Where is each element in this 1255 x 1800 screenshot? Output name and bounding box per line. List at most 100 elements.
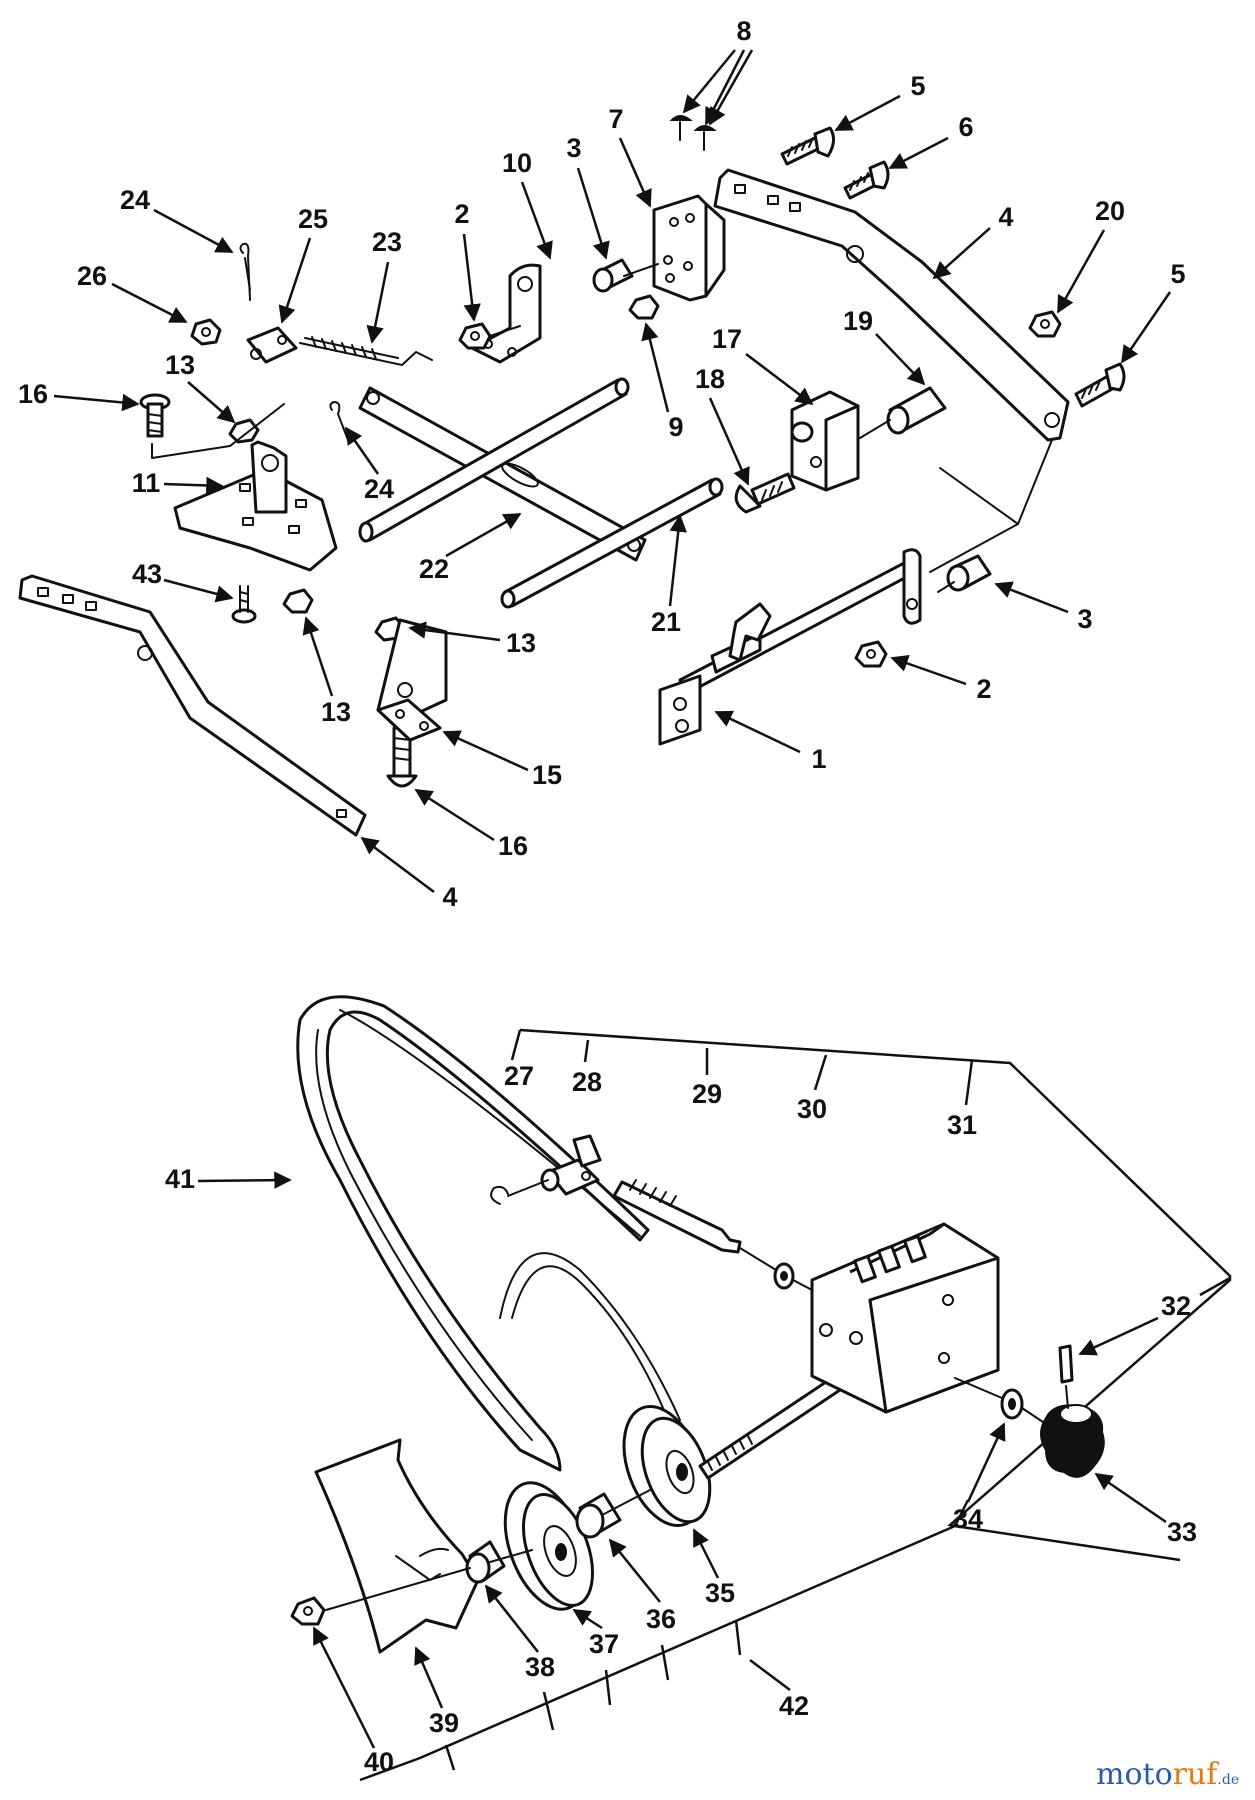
callout-35: 35 xyxy=(705,1578,735,1608)
part-24-hairpin-lower xyxy=(329,401,349,441)
callout-36: 36 xyxy=(646,1604,676,1634)
callout-27: 27 xyxy=(504,1061,534,1091)
callout-3: 3 xyxy=(566,133,581,163)
part-28-swivel xyxy=(540,1134,602,1196)
part-21-rods xyxy=(358,377,724,609)
part-26-nut xyxy=(190,318,222,346)
callout-16: 16 xyxy=(18,379,48,409)
leader-arrows xyxy=(53,49,1172,1749)
part-30-washer xyxy=(773,1262,795,1290)
callout-41: 41 xyxy=(165,1164,195,1194)
inner-belt xyxy=(499,1252,681,1421)
part-3-spacer-upper xyxy=(592,258,634,293)
callout-5: 5 xyxy=(1170,259,1185,289)
part-5-bolt-lower xyxy=(1074,362,1126,408)
callout-31: 31 xyxy=(947,1110,977,1140)
callout-17: 17 xyxy=(712,324,742,354)
callout-24: 24 xyxy=(120,185,150,215)
part-41-belt xyxy=(296,995,650,1472)
callout-34: 34 xyxy=(953,1504,983,1534)
callout-25: 25 xyxy=(298,204,328,234)
bottom-pulley-assembly xyxy=(290,995,1232,1782)
callout-33: 33 xyxy=(1167,1517,1197,1547)
part-32-pin xyxy=(1058,1344,1074,1384)
callout-23: 23 xyxy=(372,227,402,257)
callout-28: 28 xyxy=(572,1067,602,1097)
callout-8: 8 xyxy=(736,16,751,46)
callout-3: 3 xyxy=(1077,604,1092,634)
callout-4: 4 xyxy=(442,882,457,912)
callout-10: 10 xyxy=(502,148,532,178)
callout-5: 5 xyxy=(910,71,925,101)
callout-32: 32 xyxy=(1161,1291,1191,1321)
callout-40: 40 xyxy=(364,1747,394,1777)
callout-18: 18 xyxy=(695,364,725,394)
callout-39: 39 xyxy=(429,1708,459,1738)
part-23-threaded-rod xyxy=(299,336,433,366)
kit-outline-42 xyxy=(359,1028,1232,1782)
callout-24: 24 xyxy=(364,474,394,504)
callout-13: 13 xyxy=(321,697,351,727)
bottom-assembly-lines xyxy=(325,1179,1069,1611)
part-33-knob xyxy=(1040,1404,1105,1478)
watermark-part2: ruf xyxy=(1173,1757,1220,1792)
part-36-spacer xyxy=(575,1492,622,1539)
part-3-spacer-lower xyxy=(946,554,992,592)
part-34-washer xyxy=(1000,1388,1024,1420)
part-20-nut xyxy=(1028,310,1062,338)
callout-15: 15 xyxy=(532,760,562,790)
callout-13: 13 xyxy=(165,350,195,380)
part-43-screw xyxy=(231,585,257,624)
callout-37: 37 xyxy=(589,1629,619,1659)
part-27-clip xyxy=(490,1185,509,1205)
part-39-belt-guard xyxy=(314,1438,480,1654)
callout-20: 20 xyxy=(1095,196,1125,226)
part-17-bracket xyxy=(790,390,860,492)
part-5-bolt-upper xyxy=(780,126,835,166)
callout-43: 43 xyxy=(132,559,162,589)
callout-22: 22 xyxy=(419,554,449,584)
watermark-part1: moto xyxy=(1096,1757,1173,1792)
top-assembly-lines xyxy=(151,263,1053,593)
svg-text:motoruf.de: motoruf.de xyxy=(1096,1757,1239,1792)
part-38-spacer xyxy=(465,1540,506,1584)
part-19-spacer xyxy=(886,386,947,435)
part-8-screws xyxy=(669,115,717,151)
part-29-threaded-rod xyxy=(612,1179,742,1254)
callout-9: 9 xyxy=(668,412,683,442)
callout-4: 4 xyxy=(998,202,1013,232)
part-40-nut xyxy=(290,1596,326,1626)
callout-11: 11 xyxy=(132,468,161,498)
top-linkage-assembly xyxy=(18,115,1126,837)
callout-26: 26 xyxy=(77,261,107,291)
part-4-lift-arm-left xyxy=(18,574,367,837)
part-13-nut-a xyxy=(228,418,260,444)
callout-13: 13 xyxy=(506,628,536,658)
part-2-nut-lower xyxy=(854,640,888,668)
callout-19: 19 xyxy=(843,306,873,336)
callout-6: 6 xyxy=(958,112,973,142)
part-7-bracket xyxy=(652,194,726,302)
callout-42: 42 xyxy=(779,1691,809,1721)
part-6-bolt xyxy=(843,160,890,200)
part-2-nut-upper xyxy=(458,322,492,350)
callout-2: 2 xyxy=(976,674,991,704)
part-25-clevis xyxy=(246,326,298,364)
watermark-logo: motoruf.de xyxy=(1096,1757,1239,1792)
part-24-hairpin-upper xyxy=(239,242,251,301)
callout-7: 7 xyxy=(608,104,623,134)
part-11-bracket xyxy=(173,440,338,572)
callout-29: 29 xyxy=(692,1079,722,1109)
callout-30: 30 xyxy=(797,1094,827,1124)
part-35-pulley xyxy=(622,1404,712,1528)
watermark-suffix: .de xyxy=(1217,1772,1239,1788)
part-31-housing xyxy=(810,1222,1000,1414)
part-22-lift-bar xyxy=(358,386,647,562)
part-4-lift-arm-right xyxy=(713,168,1070,442)
part-13-nut-b xyxy=(282,588,314,614)
part-15-bracket xyxy=(376,618,448,742)
part-1-shaft xyxy=(658,548,922,746)
